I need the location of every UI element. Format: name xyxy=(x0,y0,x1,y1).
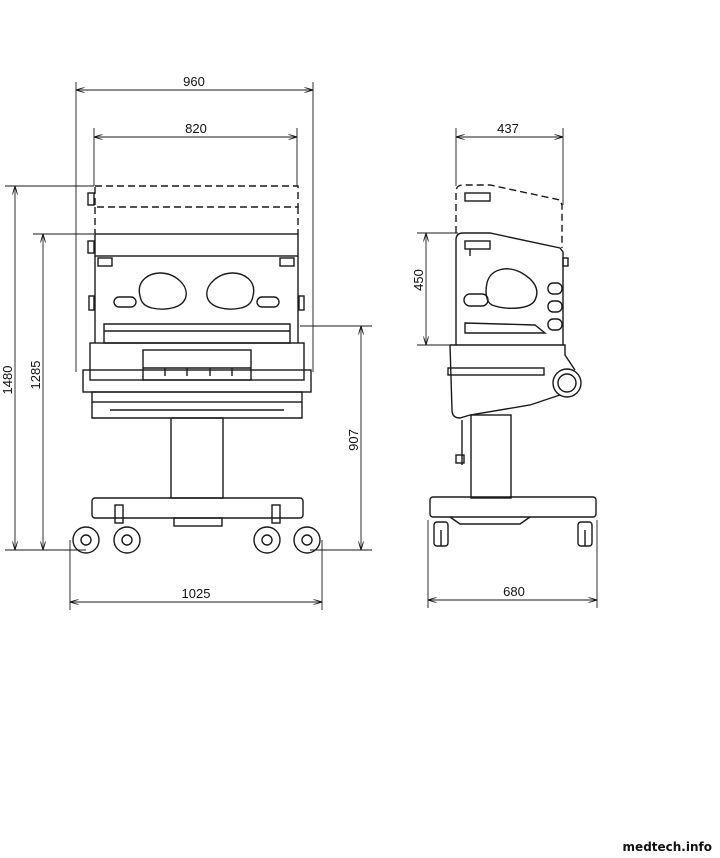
dim-450: 450 xyxy=(411,269,426,291)
side-hood xyxy=(455,232,569,345)
dim-1025: 1025 xyxy=(182,586,211,601)
porthole-left[interactable] xyxy=(138,272,187,310)
side-casters xyxy=(433,521,593,547)
front-wheels xyxy=(72,526,321,554)
dim-437: 437 xyxy=(497,121,519,136)
front-dimension-lines xyxy=(15,90,361,602)
pedal[interactable] xyxy=(173,517,223,527)
porthole-right[interactable] xyxy=(206,272,255,310)
raised-hood-outline xyxy=(87,185,299,234)
side-dimension-lines xyxy=(426,137,597,600)
side-base xyxy=(429,344,597,525)
front-base xyxy=(82,342,312,527)
dim-1285: 1285 xyxy=(28,361,43,390)
side-column xyxy=(470,414,512,499)
front-view: 960 820 1480 1285 907 1025 xyxy=(0,74,372,610)
watermark: medtech.info xyxy=(623,840,712,854)
side-view: 437 450 680 xyxy=(411,121,598,608)
hood xyxy=(87,233,305,344)
side-wheel-knob xyxy=(552,368,582,398)
side-raised-hood xyxy=(455,184,563,248)
side-porthole[interactable] xyxy=(485,268,538,309)
side-raised-hood-handle xyxy=(464,192,491,202)
drawer[interactable] xyxy=(142,349,252,381)
dim-820: 820 xyxy=(185,121,207,136)
dim-960: 960 xyxy=(183,74,205,89)
dim-1480: 1480 xyxy=(0,366,15,395)
dim-907: 907 xyxy=(346,429,361,451)
column xyxy=(170,417,224,499)
dim-680: 680 xyxy=(503,584,525,599)
